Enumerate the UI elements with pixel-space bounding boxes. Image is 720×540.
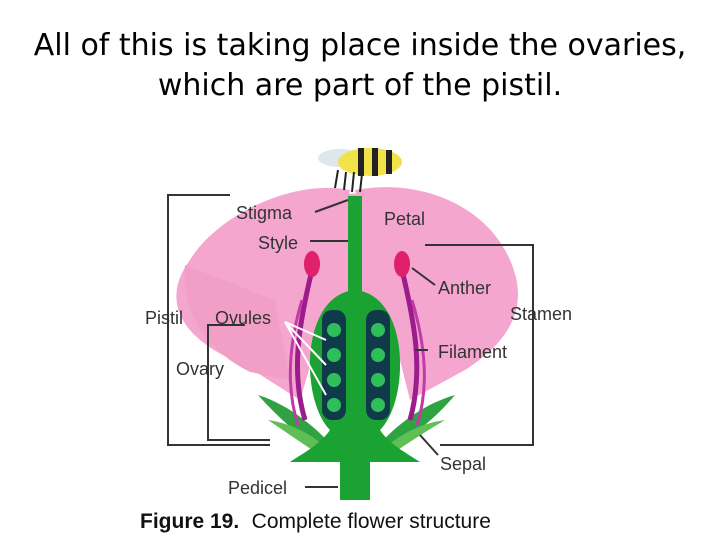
ovule-pointers <box>284 321 327 396</box>
label-ovary: Ovary <box>176 359 224 379</box>
filament-right-2 <box>410 299 426 426</box>
label-stamen: Stamen <box>510 304 572 324</box>
ovule <box>327 348 341 362</box>
stigma-pointer <box>314 199 349 213</box>
sepal-pointer <box>419 434 439 456</box>
ovule-pointer <box>284 321 327 396</box>
ovule <box>371 398 385 412</box>
bee-stripe <box>372 148 378 176</box>
petals <box>176 187 518 400</box>
filament-right <box>399 269 420 421</box>
bee <box>318 148 402 193</box>
title-line-2: which are part of the pistil. <box>157 68 563 103</box>
style <box>348 196 362 306</box>
stamen-bracket <box>425 244 534 446</box>
brackets <box>167 194 534 446</box>
ovule <box>371 373 385 387</box>
label-style: Style <box>258 233 298 253</box>
bee-body <box>338 148 402 176</box>
figure-caption: Figure 19. Complete flower structure <box>140 510 491 533</box>
bee-stripe <box>358 148 364 176</box>
caption-figure-number: Figure 19. <box>140 510 239 533</box>
label-pistil: Pistil <box>145 308 183 328</box>
caption-text: Complete flower structure <box>252 510 491 533</box>
receptacle <box>290 430 420 462</box>
ovule <box>371 348 385 362</box>
label-filament: Filament <box>438 342 507 362</box>
ovule <box>371 323 385 337</box>
ovule-column-left <box>322 310 346 420</box>
slide-title: All of this is taking place inside the o… <box>0 26 720 106</box>
anther-pointer <box>411 267 436 286</box>
ovule <box>327 373 341 387</box>
ovule <box>327 323 341 337</box>
anther-right <box>394 251 410 277</box>
bee-stripe <box>386 150 392 174</box>
petal-left-lobe <box>184 265 290 380</box>
label-anther: Anther <box>438 278 491 298</box>
ovule <box>327 398 341 412</box>
ovule-column-right <box>366 310 390 420</box>
ovules <box>322 310 390 420</box>
label-stigma: Stigma <box>236 203 293 223</box>
ovule-pointer <box>284 321 327 366</box>
bee-legs <box>334 169 363 193</box>
ovary-bracket <box>207 324 270 441</box>
pistil-bracket <box>167 194 270 446</box>
label-petal: Petal <box>384 209 425 229</box>
ovule-pointer <box>284 321 327 341</box>
label-pedicel: Pedicel <box>228 478 287 498</box>
pedicel <box>340 455 370 500</box>
anther-left <box>304 251 320 277</box>
pointers <box>305 199 439 488</box>
label-sepal: Sepal <box>440 454 486 474</box>
label-ovules: Ovules <box>215 308 271 328</box>
filament-left-2 <box>288 299 304 426</box>
title-line-1: All of this is taking place inside the o… <box>33 28 687 63</box>
